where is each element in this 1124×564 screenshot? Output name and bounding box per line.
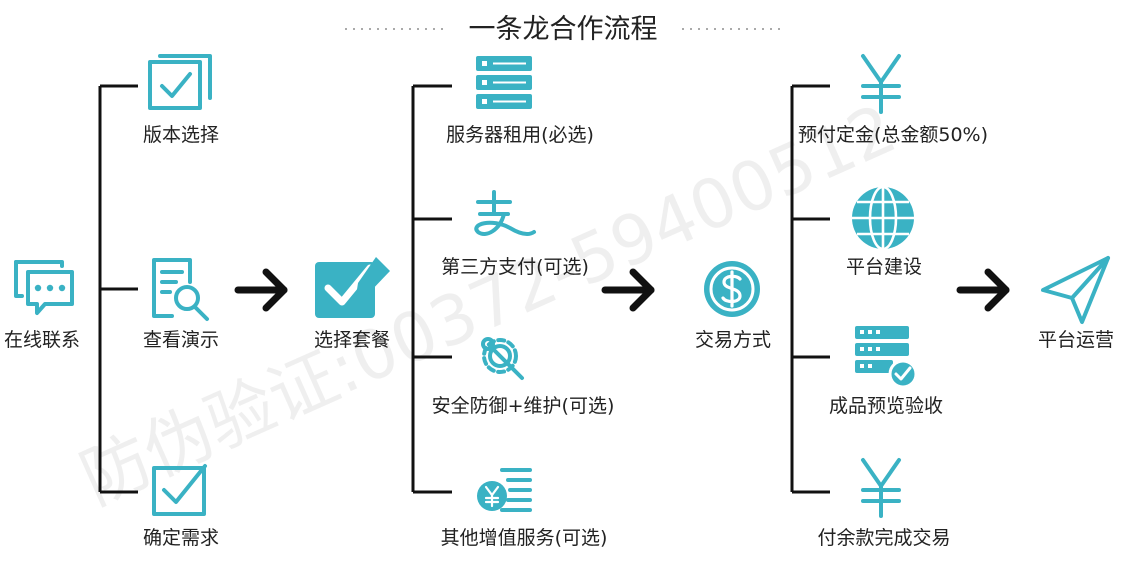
checkbox-pen-icon	[315, 257, 390, 318]
document-search-icon	[152, 258, 209, 321]
node-label-contact: 在线联系	[4, 329, 80, 351]
node-label-server: 服务器租用(必选)	[446, 124, 594, 146]
paper-plane-icon	[1041, 256, 1110, 324]
node-label-trade: 交易方式	[695, 329, 771, 351]
node-label-demo: 查看演示	[143, 329, 219, 351]
bracket-step3	[790, 84, 830, 494]
arrow-to-package	[234, 268, 288, 312]
node-label-valueadd: 其他增值服务(可选)	[441, 527, 608, 549]
yen-icon	[861, 458, 901, 518]
node-label-version: 版本选择	[143, 124, 219, 146]
dollar-circle-icon	[704, 261, 760, 317]
arrow-to-trade	[601, 268, 655, 312]
node-label-require: 确定需求	[143, 527, 219, 549]
node-label-pay3rd: 第三方支付(可选)	[441, 256, 589, 278]
server-icon	[476, 56, 532, 109]
yen-icon	[861, 54, 901, 114]
node-label-balance: 付余款完成交易	[817, 527, 950, 549]
alipay-icon	[474, 190, 536, 237]
yen-list-icon	[477, 468, 532, 512]
node-label-preview: 成品预览验收	[829, 395, 943, 417]
chat-icon	[14, 260, 74, 315]
documents-check-icon	[148, 54, 212, 110]
checkbox-icon	[152, 464, 207, 516]
node-label-security: 安全防御+维护(可选)	[432, 395, 615, 417]
page-title: 一条龙合作流程	[469, 14, 658, 45]
gear-wrench-icon	[481, 337, 524, 380]
server-check-icon	[855, 326, 918, 389]
bracket-step2	[411, 84, 452, 494]
node-label-build: 平台建设	[846, 256, 922, 278]
bracket-step1	[98, 84, 138, 494]
globe-icon	[852, 185, 914, 251]
node-label-deposit: 预付定金(总金额50%)	[798, 124, 988, 146]
arrow-to-launch	[956, 268, 1010, 312]
node-label-launch: 平台运营	[1038, 329, 1114, 351]
node-label-package: 选择套餐	[314, 329, 390, 351]
